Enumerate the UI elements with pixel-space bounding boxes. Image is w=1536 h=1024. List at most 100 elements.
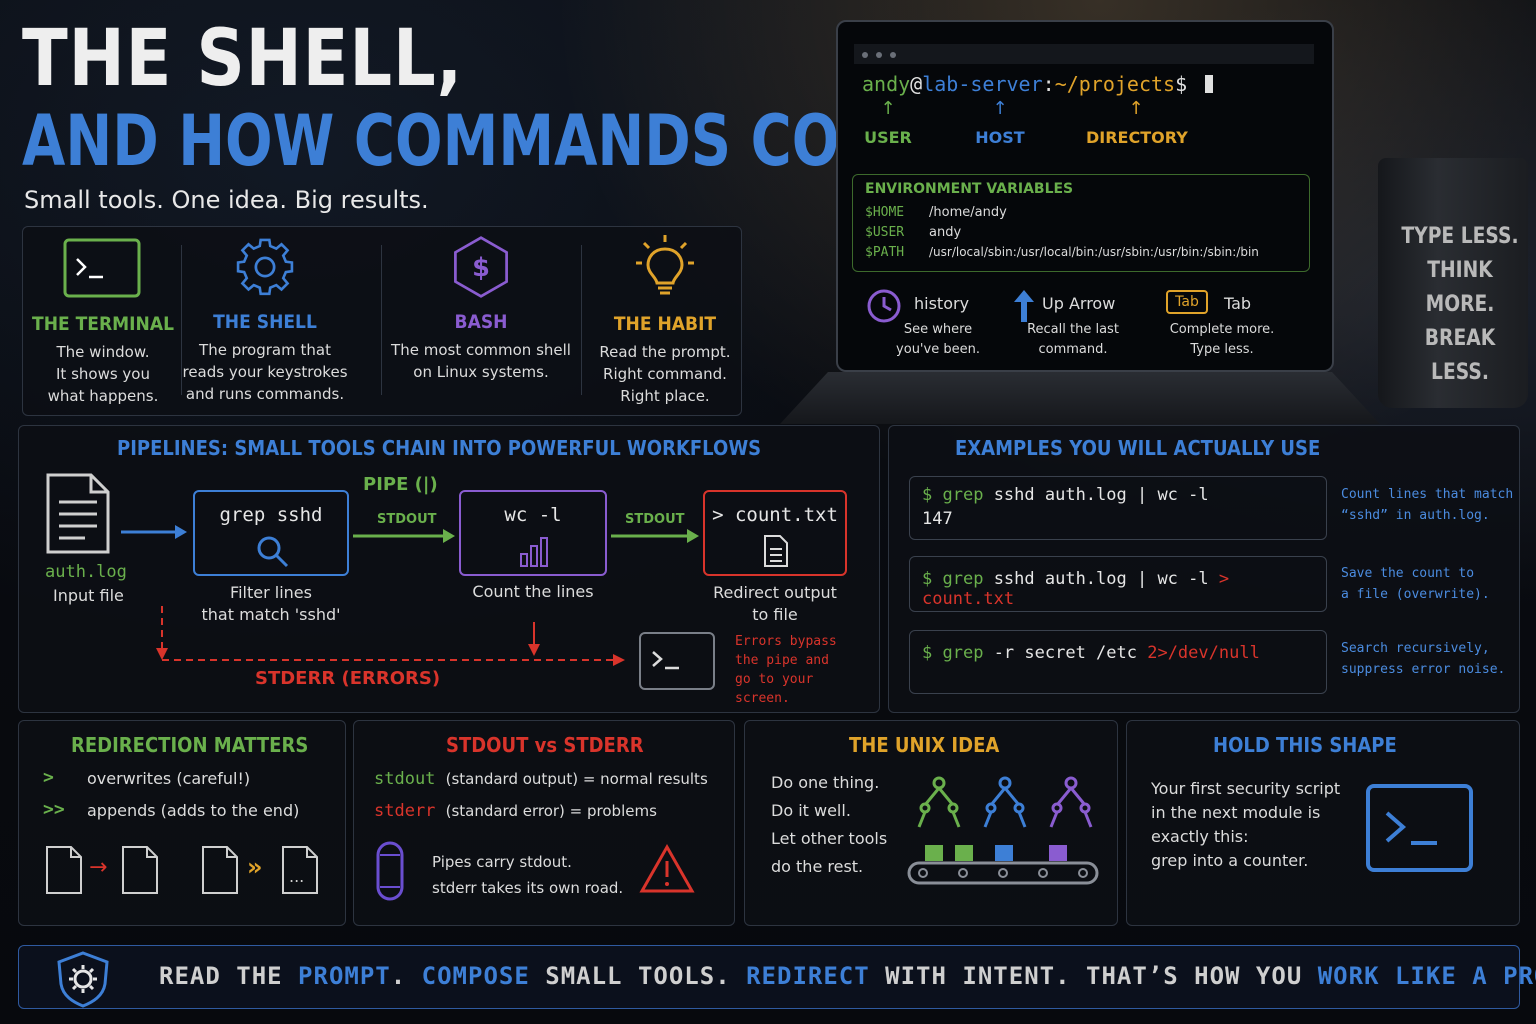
stdout-label: STDOUT: [625, 512, 685, 527]
concept-title: THE HABIT: [613, 313, 717, 335]
shield-gear-icon: [57, 951, 109, 1008]
pipelines-title: PIPELINES: SMALL TOOLS CHAIN INTO POWERF…: [117, 436, 762, 460]
terminal-prompt-icon: [652, 651, 679, 670]
env-title: ENVIRONMENT VARIABLES: [865, 181, 1074, 197]
redirection-title: REDIRECTION MATTERS: [71, 733, 309, 757]
file-icon: [46, 473, 110, 554]
unix-idea-panel: THE UNIX IDEA Do one thing.Do it well.Le…: [744, 720, 1118, 926]
stderr-label: STDERR (ERRORS): [255, 668, 441, 689]
env-vars-box: ENVIRONMENT VARIABLES $HOME/home/andy $U…: [852, 174, 1310, 272]
example-command: $ grep sshd auth.log | wc -l > count.txt: [909, 556, 1327, 612]
stdout-def: stdout (standard output) = normal result…: [374, 769, 708, 789]
footer-segment: WORK LIKE A PRO: [1317, 962, 1536, 990]
file-icon: [202, 846, 238, 894]
footer-segment: REDIRECT: [746, 962, 870, 990]
host-arrow: ↑: [992, 98, 1008, 119]
examples-title: EXAMPLES YOU WILL ACTUALLY USE: [955, 436, 1321, 460]
laptop-screen: [836, 20, 1334, 372]
example-command: $ grep -r secret /etc 2>/dev/null: [909, 630, 1327, 694]
gear-icon: [236, 238, 294, 296]
footer-banner: READ THE PROMPT. COMPOSE SMALL TOOLS. RE…: [18, 945, 1536, 1009]
example-note: Search recursively,suppress error noise.: [1341, 641, 1506, 677]
window-dot: [862, 52, 868, 58]
stdout-stderr-title: STDOUT vs STDERR: [446, 733, 644, 757]
up-arrow-icon: [1014, 290, 1034, 322]
env-row: $PATH/usr/local/sbin:/usr/local/bin:/usr…: [865, 245, 1259, 260]
concept-title: THE TERMINAL: [32, 313, 174, 335]
bar-chart-icon: [520, 537, 548, 567]
bash-hexagon-icon: $: [454, 236, 508, 298]
subtitle: Small tools. One idea. Big results.: [24, 186, 429, 214]
pipeline-arrows: [121, 525, 699, 666]
unix-title: THE UNIX IDEA: [849, 733, 1000, 757]
footer-segment: READ THE: [159, 962, 299, 990]
host-label: HOST: [975, 128, 1025, 147]
file-icon: [46, 846, 82, 894]
env-row: $HOME/home/andy: [865, 205, 1007, 220]
terminal-titlebar: [854, 44, 1314, 64]
document-icon: [764, 535, 788, 567]
history-label: history: [914, 294, 970, 313]
concept-title: THE SHELL: [213, 311, 317, 333]
redirect-command: > count.txt: [712, 504, 838, 526]
stdout-label: STDOUT: [377, 512, 437, 527]
grep-command: grep sshd: [219, 504, 323, 526]
divider: [581, 245, 582, 395]
example-command: $ grep sshd auth.log | wc -l 147: [909, 476, 1327, 540]
hold-title: HOLD THIS SHAPE: [1213, 733, 1397, 757]
screen-terminal-icon: [639, 632, 715, 690]
tab-label: Tab: [1224, 294, 1252, 313]
divider: [381, 245, 382, 395]
concept-desc: Read the prompt.Right command.Right plac…: [599, 343, 731, 405]
divider: [181, 245, 182, 395]
magnifier-icon: [257, 536, 289, 568]
directory-arrow: ↑: [1128, 98, 1144, 119]
terminal-icon: [63, 238, 141, 298]
file-icon: [282, 846, 318, 894]
hold-shape-panel: HOLD THIS SHAPE Your first security scri…: [1126, 720, 1520, 926]
input-file-name: auth.log: [45, 562, 127, 582]
user-arrow: ↑: [880, 98, 896, 119]
concept-habit: THE HABIT Read the prompt.Right command.…: [565, 227, 765, 407]
window-dot: [890, 52, 896, 58]
footer-segment: PROMPT: [298, 962, 391, 990]
file-ellipsis: ...: [289, 867, 305, 886]
example-note: Count lines that match“sshd” in auth.log…: [1341, 487, 1514, 523]
mug-text: TYPE LESS.THINK MORE.BREAK LESS.: [1401, 224, 1519, 385]
footer-tagline: READ THE PROMPT. COMPOSE SMALL TOOLS. RE…: [159, 962, 1536, 990]
stderr-def: stderr (standard error) = problems: [374, 801, 657, 821]
user-label: USER: [864, 128, 912, 147]
stdout-stderr-panel: STDOUT vs STDERR stdout (standard output…: [353, 720, 735, 926]
footer-segment: SMALL TOOLS.: [529, 962, 747, 990]
wc-command: wc -l: [504, 504, 562, 526]
warning-icon: [639, 843, 695, 893]
append-arrow-icon: »: [247, 853, 263, 881]
history-icon: [867, 289, 901, 323]
wc-desc: Count the lines: [472, 582, 594, 601]
shell-prompt: andy@lab-server:~/projects$: [862, 72, 1214, 96]
redirect-box: > count.txt: [703, 490, 847, 576]
append-text: appends (adds to the end): [87, 801, 300, 820]
pipelines-panel: PIPELINES: SMALL TOOLS CHAIN INTO POWERF…: [18, 425, 880, 713]
cursor: [1205, 75, 1214, 93]
footer-segment: COMPOSE: [421, 962, 530, 990]
footer-segment: WITH INTENT. THAT’S HOW YOU: [869, 962, 1318, 990]
overwrite-text: overwrites (careful!): [87, 769, 251, 788]
laptop-keyboard: [780, 372, 1380, 424]
robot-arms-conveyor-icon: [907, 776, 1099, 885]
file-icon: [122, 846, 158, 894]
